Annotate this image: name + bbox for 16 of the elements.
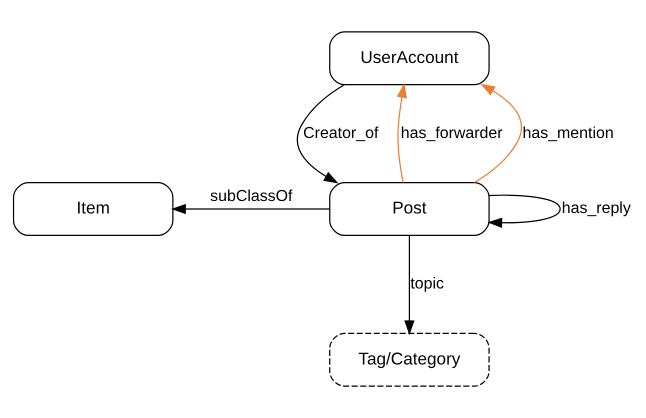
node-box: UserAccount [329,31,490,86]
edge-label: Creator_of [303,124,378,142]
edge-label: has_reply [562,200,631,218]
node-box: Tag/Category [329,332,490,387]
node-box: Post [329,182,490,236]
arrow [404,235,415,336]
edge-label: subClassOf [210,188,292,205]
edge-label: has_forwarder [400,124,503,142]
edge-label: has_mention [522,124,614,142]
node-box: Item [12,182,174,236]
edge-label: topic [410,276,444,293]
arrow [296,84,345,184]
arrow [396,83,407,183]
arrow [474,84,522,184]
arrow [171,204,330,214]
arrow [487,194,561,228]
